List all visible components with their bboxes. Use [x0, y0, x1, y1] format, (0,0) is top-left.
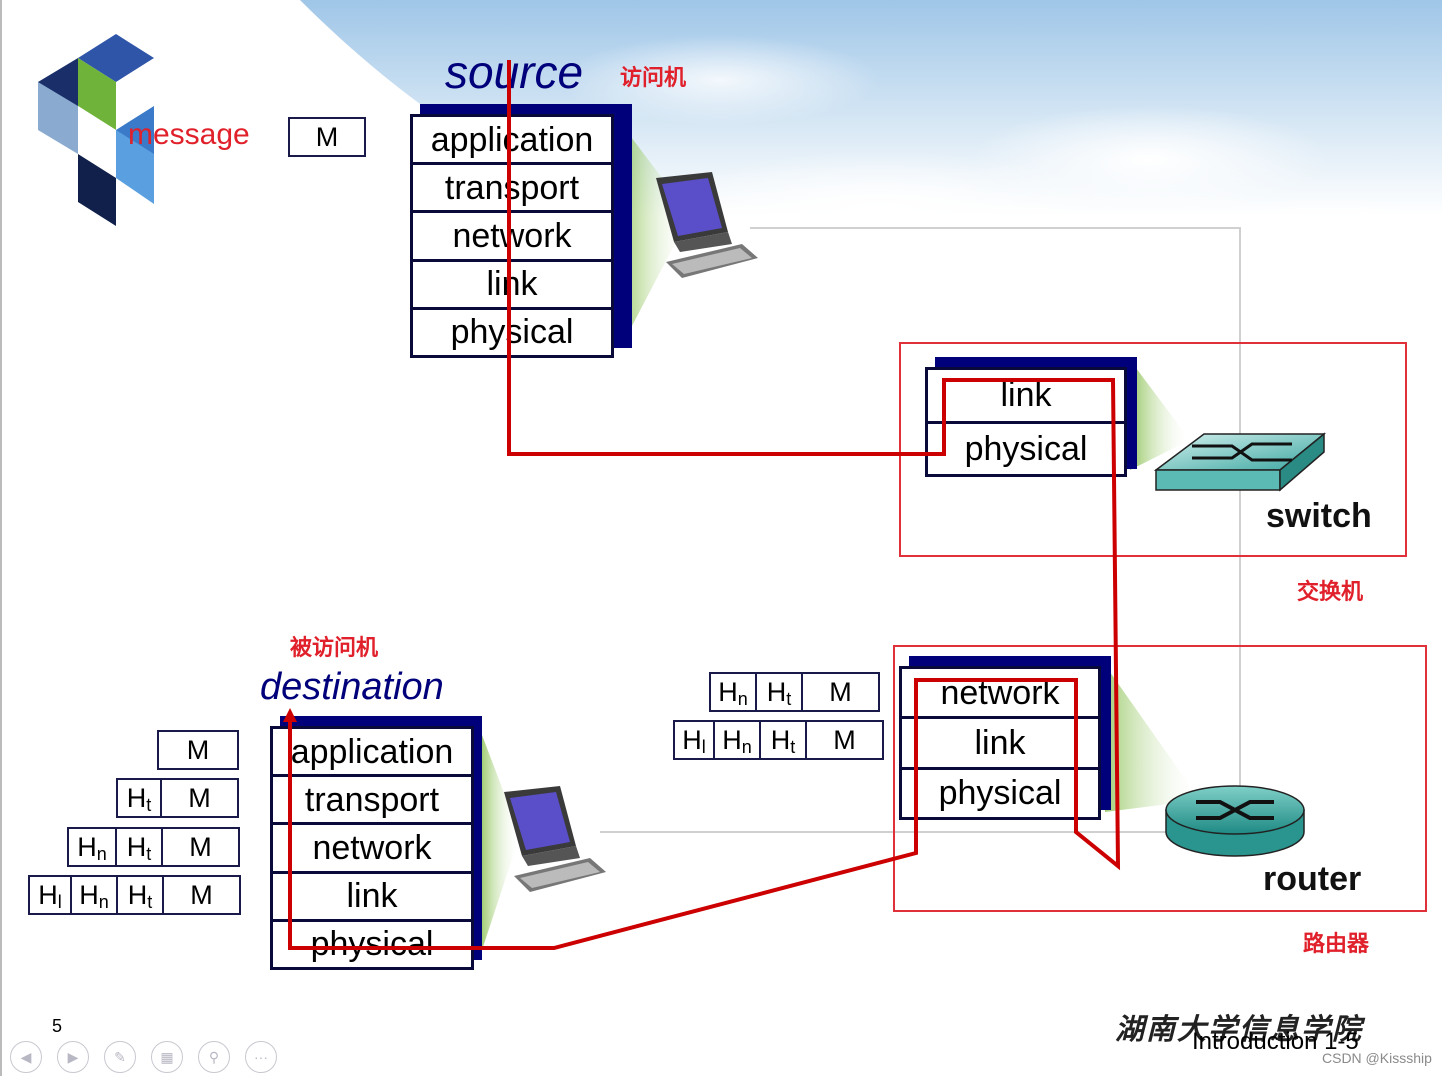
switch-icon [1153, 432, 1327, 492]
more-button[interactable]: ··· [245, 1041, 277, 1073]
data-path-arrowhead [283, 708, 297, 722]
switch-label: switch [1266, 497, 1372, 535]
switch-highlight-box [899, 342, 1407, 557]
back-button[interactable]: ◀ [10, 1041, 42, 1073]
zoom-button[interactable]: ⚲ [198, 1041, 230, 1073]
destination-layer-link: link [273, 874, 471, 922]
slide-left-edge [0, 0, 2, 1076]
pen-button[interactable]: ✎ [104, 1041, 136, 1073]
source-layer-transport: transport [413, 165, 611, 214]
slides-button[interactable]: ▦ [151, 1041, 183, 1073]
router-layer-link: link [902, 719, 1098, 770]
source-computer-icon [656, 172, 758, 278]
switch-layer-link: link [928, 370, 1124, 424]
footer-school-name: 湖南大学信息学院 [1115, 1012, 1364, 1046]
message-box: M [288, 117, 366, 157]
switch-layer-physical: physical [964, 429, 1088, 468]
source-layer-physical: physical [450, 313, 574, 352]
destination-layer-network: network [273, 825, 471, 874]
source-layer-link: link [413, 262, 611, 310]
footer-intro: Introduction 1-5 [1192, 1028, 1359, 1055]
router-highlight-box [893, 645, 1427, 912]
router-icon [1165, 785, 1305, 857]
dest-header-application: M [157, 730, 239, 770]
router-cn-label: 路由器 [1303, 931, 1370, 956]
router-layer-physical: physical [938, 774, 1062, 813]
router-label: router [1263, 860, 1362, 898]
data-path-line [288, 60, 1121, 950]
destination-layer-physical: physical [310, 925, 434, 964]
slide-number: 5 [52, 1016, 63, 1036]
watermark: CSDN @Kissship [1322, 1050, 1432, 1066]
destination-computer-icon [504, 786, 606, 892]
forward-button[interactable]: ▶ [57, 1041, 89, 1073]
logo-icon [38, 34, 154, 226]
source-layer-network: network [413, 213, 611, 262]
source-layer-application: application [413, 117, 611, 166]
switch-cn-label: 交换机 [1297, 579, 1364, 604]
source-cn-label: 访问机 [620, 65, 687, 90]
destination-layer-application: application [273, 729, 471, 778]
destination-layer-transport: transport [273, 777, 471, 826]
destination-cn-label: 被访问机 [290, 635, 379, 660]
message-label: message [128, 118, 250, 151]
source-title: source [445, 46, 584, 98]
destination-title: destination [260, 666, 444, 708]
